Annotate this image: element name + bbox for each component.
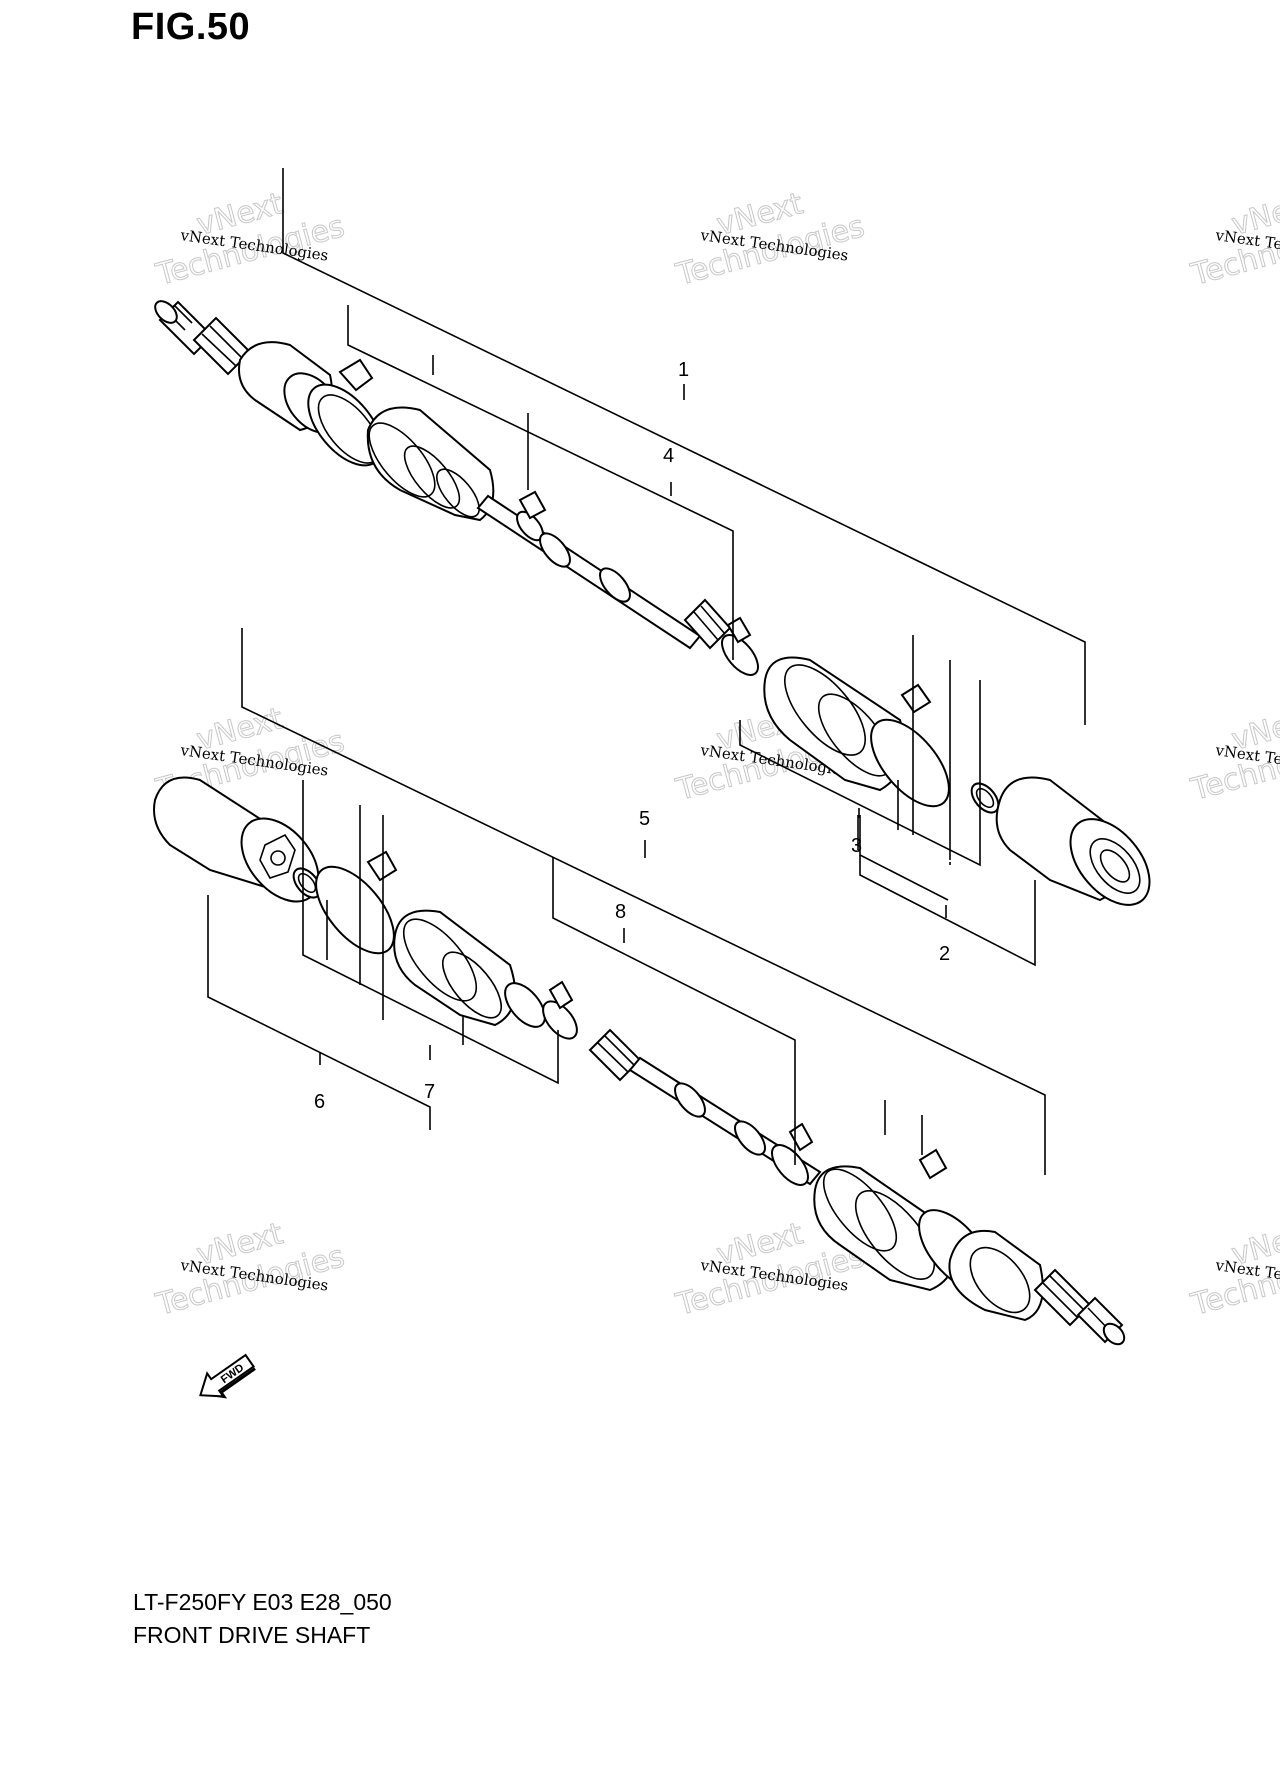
watermark: vNext Technologies vNext Technologies bbox=[672, 186, 869, 294]
leader-8 bbox=[552, 857, 796, 1165]
watermark: vNext Technologies vNext Technologies bbox=[1187, 701, 1280, 809]
model-code: LT-F250FY E03 E28_050 bbox=[133, 1589, 392, 1615]
callout-labels: 1 2 3 4 5 6 7 8 bbox=[314, 359, 950, 1113]
lower-threaded-stub bbox=[1076, 1296, 1126, 1346]
upper-drive-shaft-assembly bbox=[154, 300, 1151, 906]
figure-title: FIG.50 bbox=[131, 6, 251, 48]
lower-outer-cv-joint bbox=[948, 1229, 1044, 1322]
lower-inner-boot-band bbox=[315, 850, 398, 955]
upper-outer-boot bbox=[366, 406, 495, 522]
leader-3 bbox=[739, 680, 981, 867]
callout-2: 2 bbox=[939, 943, 950, 965]
upper-inner-boot-band bbox=[870, 683, 950, 808]
lower-drive-shaft-assembly bbox=[153, 776, 1126, 1346]
leader-1 bbox=[282, 168, 1086, 725]
upper-splined-shaft bbox=[192, 316, 252, 376]
upper-boot-band bbox=[307, 358, 383, 467]
callout-4: 4 bbox=[663, 445, 674, 467]
watermarks: vNext Technologies vNext Technologies vN… bbox=[152, 186, 1280, 1324]
watermark: vNext Technologies vNext Technologies bbox=[1187, 1216, 1280, 1324]
callout-1: 1 bbox=[678, 359, 689, 381]
callout-5: 5 bbox=[639, 808, 650, 830]
callout-6: 6 bbox=[314, 1091, 325, 1113]
upper-axle-bar bbox=[476, 490, 702, 650]
leader-5 bbox=[241, 628, 1046, 1175]
leader-6 bbox=[207, 895, 431, 1130]
watermark: vNext Technologies vNext Technologies bbox=[1187, 186, 1280, 294]
leader-4 bbox=[347, 305, 734, 660]
leader-lines bbox=[207, 168, 1086, 1175]
lower-inner-small-band bbox=[504, 980, 578, 1040]
leader-7 bbox=[302, 780, 559, 1085]
upper-inner-cv-housing bbox=[995, 776, 1151, 906]
callout-7: 7 bbox=[424, 1081, 435, 1103]
watermark: vNext Technologies vNext Technologies bbox=[152, 186, 349, 294]
diagram-name: FRONT DRIVE SHAFT bbox=[133, 1622, 371, 1648]
watermark: vNext Technologies vNext Technologies bbox=[152, 1216, 349, 1324]
leader-2 bbox=[859, 855, 1036, 967]
forward-arrow-icon: FWD bbox=[199, 1353, 256, 1399]
callout-3: 3 bbox=[851, 835, 862, 857]
callout-8: 8 bbox=[615, 901, 626, 923]
lower-outer-small-band bbox=[771, 1122, 814, 1186]
